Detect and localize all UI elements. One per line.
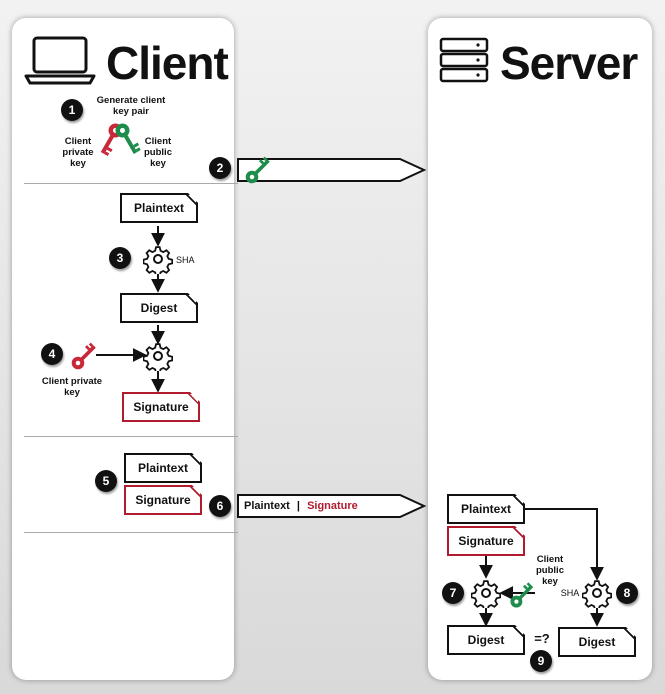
signature-doc-2: Signature — [124, 485, 202, 515]
message-separator: | — [296, 500, 300, 512]
gear-icon — [582, 580, 612, 608]
plaintext-doc-2: Plaintext — [124, 453, 202, 483]
signature-doc: Signature — [122, 392, 200, 422]
step-6-badge: 6 — [209, 495, 231, 517]
step-5-badge: 5 — [95, 470, 117, 492]
message-text: Plaintext | Signature — [244, 499, 358, 513]
step-4-badge: 4 — [41, 343, 63, 365]
sha-label: SHA — [176, 255, 195, 265]
message-plaintext: Plaintext — [244, 500, 290, 512]
step-1-badge: 1 — [61, 99, 83, 121]
green-key-icon — [115, 123, 141, 154]
server-icon — [439, 37, 489, 83]
step-3-badge: 3 — [109, 247, 131, 269]
private-key-label-2: Client private key — [41, 376, 103, 398]
public-key-label: Client public key — [144, 136, 172, 169]
digest-doc: Digest — [120, 293, 198, 323]
server-signature-doc: Signature — [447, 526, 525, 556]
green-key-icon — [245, 156, 270, 184]
laptop-icon — [24, 36, 96, 85]
private-key-label: Client private key — [62, 136, 94, 169]
step-2-badge: 2 — [209, 157, 231, 179]
divider — [24, 183, 238, 184]
server-sha-label: SHA — [560, 588, 580, 598]
server-digest-left: Digest — [447, 625, 525, 655]
server-digest-right: Digest — [558, 627, 636, 657]
server-public-key-label: Client public key — [536, 554, 564, 587]
client-title: Client — [106, 37, 229, 89]
step1-label: Generate client key pair — [96, 95, 166, 117]
step-9-badge: 9 — [530, 650, 552, 672]
divider — [24, 436, 238, 437]
gear-icon — [471, 580, 501, 608]
gear-icon — [143, 343, 173, 371]
plaintext-doc: Plaintext — [120, 193, 198, 223]
compare-label: =? — [534, 631, 550, 646]
green-key-icon — [510, 582, 534, 608]
server-plaintext-doc: Plaintext — [447, 494, 525, 524]
red-key-icon — [71, 342, 96, 370]
gear-icon — [143, 246, 173, 274]
message-signature: Signature — [307, 500, 358, 512]
server-title: Server — [500, 37, 638, 89]
divider — [24, 532, 238, 533]
step-7-badge: 7 — [442, 582, 464, 604]
step-8-badge: 8 — [616, 582, 638, 604]
